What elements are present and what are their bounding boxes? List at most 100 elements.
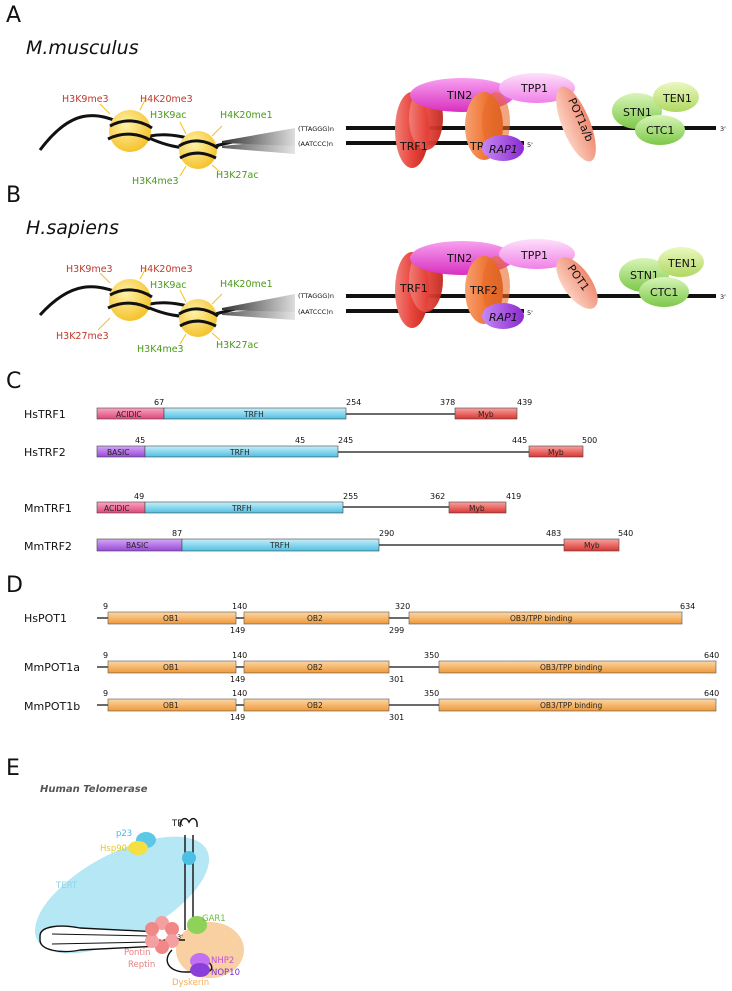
myb-domain bbox=[563, 538, 620, 552]
c-strand bbox=[346, 309, 524, 313]
residue-number: 140 bbox=[232, 602, 247, 611]
nucleosome bbox=[109, 279, 151, 321]
panel-letter: C bbox=[6, 369, 21, 394]
ctc1-protein bbox=[639, 277, 689, 307]
domain-label: BASIC bbox=[107, 448, 130, 457]
residue-number: 149 bbox=[230, 626, 245, 635]
trf2-protein bbox=[482, 256, 510, 316]
gar1-label: GAR1 bbox=[202, 914, 226, 924]
row-label: MmTRF1 bbox=[24, 502, 72, 515]
mark-label: H3K27ac bbox=[216, 170, 259, 181]
ob1-domain bbox=[107, 611, 237, 625]
mark-label: H3K9ac bbox=[150, 110, 187, 121]
strand-label: (AATCCC)n bbox=[298, 308, 333, 316]
mark-label: H3K9me3 bbox=[66, 264, 113, 275]
residue-number: 290 bbox=[379, 529, 394, 538]
domain-row-hspot1: HsPOT1 OB1 OB2 OB3/TPP binding 9 140 149… bbox=[24, 602, 695, 635]
ctc1-protein bbox=[635, 115, 685, 145]
ob2-domain bbox=[243, 660, 390, 674]
domain-label: OB1 bbox=[163, 701, 179, 710]
ob2-domain bbox=[243, 698, 390, 712]
row-label: MmPOT1b bbox=[24, 700, 80, 713]
p23-label: p23 bbox=[116, 829, 132, 839]
domain-row-mmtrf1: MmTRF1 ACIDIC TRFH Myb 49 255 362 419 bbox=[24, 492, 521, 515]
telomere-wedge bbox=[222, 306, 295, 320]
residue-number: 301 bbox=[389, 713, 404, 722]
domain-row-mmpot1b: MmPOT1b OB1 OB2 OB3/TPP binding 9 140 14… bbox=[24, 689, 719, 722]
domain-label: Myb bbox=[584, 541, 600, 550]
strand-label: (AATCCC)n bbox=[298, 140, 333, 148]
domain-label: Myb bbox=[469, 504, 485, 513]
rap1-protein bbox=[482, 303, 524, 329]
residue-number: 149 bbox=[230, 713, 245, 722]
trfh-domain bbox=[181, 538, 380, 552]
cr4-domain bbox=[182, 851, 196, 865]
myb-domain bbox=[528, 445, 584, 458]
residue-number: 320 bbox=[395, 602, 410, 611]
trfh-domain bbox=[144, 501, 344, 514]
protein-label: TIN2 bbox=[446, 89, 472, 102]
tr-label: TR bbox=[171, 819, 183, 829]
residue-number: 299 bbox=[389, 626, 404, 635]
domain-label: BASIC bbox=[126, 541, 149, 550]
gar1-protein bbox=[187, 916, 207, 934]
dna-wrap bbox=[107, 119, 153, 142]
dna-wrap bbox=[178, 139, 219, 160]
residue-number: 350 bbox=[424, 689, 439, 698]
trfh-domain bbox=[163, 407, 347, 420]
end-label: 3' bbox=[720, 125, 726, 133]
panel-e: E Human Telomerase TERT Dyskerin TR p23 … bbox=[6, 756, 244, 988]
residue-number: 9 bbox=[103, 602, 108, 611]
nhp2-label: NHP2 bbox=[211, 956, 234, 966]
rap1-protein bbox=[482, 135, 524, 161]
row-label: HsPOT1 bbox=[24, 612, 67, 625]
protein-label: TPP1 bbox=[520, 249, 548, 262]
residue-number: 245 bbox=[338, 436, 353, 445]
nucleosome bbox=[109, 110, 151, 152]
mark-label: H3K9me3 bbox=[62, 94, 109, 105]
residue-number: 9 bbox=[103, 689, 108, 698]
protein-label: CTC1 bbox=[646, 124, 674, 137]
mark-label: H4K20me1 bbox=[220, 279, 273, 290]
protein-label: TIN2 bbox=[446, 252, 472, 265]
reptin-label: Reptin bbox=[128, 960, 155, 970]
mark-label: H3K27ac bbox=[216, 340, 259, 351]
tert-label: TERT bbox=[55, 881, 78, 891]
tr-rna bbox=[184, 835, 194, 930]
residue-number: 540 bbox=[618, 529, 633, 538]
strand-label: (TTAGGG)n bbox=[298, 125, 334, 133]
residue-number: 483 bbox=[546, 529, 561, 538]
protein-label: STN1 bbox=[630, 269, 659, 282]
end-label: 5' bbox=[527, 141, 533, 149]
ob1-domain bbox=[107, 698, 237, 712]
residue-number: 87 bbox=[172, 529, 182, 538]
mark-label: H4K20me3 bbox=[140, 94, 193, 105]
residue-number: 49 bbox=[134, 492, 144, 501]
row-label: MmTRF2 bbox=[24, 540, 72, 553]
residue-number: 9 bbox=[103, 651, 108, 660]
species-label: M.musculus bbox=[26, 37, 139, 59]
protein-label: CTC1 bbox=[650, 286, 678, 299]
ob3-domain bbox=[408, 611, 683, 625]
residue-number: 419 bbox=[506, 492, 521, 501]
hsp90-label: Hsp90 bbox=[100, 844, 127, 854]
trfh-domain bbox=[144, 445, 339, 458]
domain-label: TRFH bbox=[229, 448, 250, 457]
panel-letter: B bbox=[6, 183, 21, 208]
tr-rna bbox=[51, 933, 151, 945]
residue-number: 378 bbox=[440, 398, 455, 407]
domain-label: OB1 bbox=[163, 663, 179, 672]
residue-number: 301 bbox=[389, 675, 404, 684]
domain-label: OB3/TPP binding bbox=[540, 701, 603, 710]
dyskerin-label: Dyskerin bbox=[172, 978, 209, 988]
mark-label: H4K20me1 bbox=[220, 110, 273, 121]
residue-number: 254 bbox=[346, 398, 361, 407]
row-label: HsTRF1 bbox=[24, 408, 66, 421]
tpp1-protein bbox=[499, 73, 575, 103]
protein-label: TRF1 bbox=[399, 282, 428, 295]
hsp90-protein bbox=[128, 841, 148, 855]
domain-label: ACIDIC bbox=[104, 504, 130, 513]
protein-label: TEN1 bbox=[667, 257, 697, 270]
dna-wrap bbox=[107, 288, 153, 311]
